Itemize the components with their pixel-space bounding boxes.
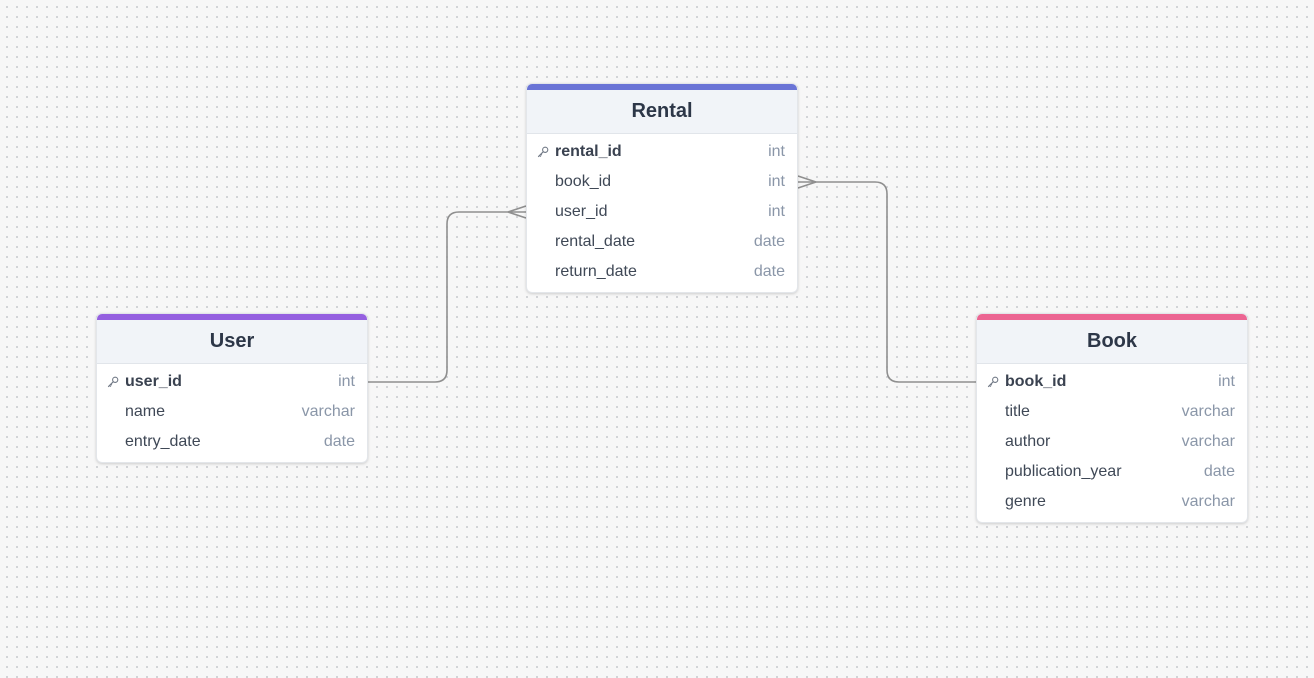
key-slot-empty	[107, 427, 125, 457]
column-type: varchar	[301, 403, 355, 420]
column-row-rental-id[interactable]: rental_id int	[527, 137, 797, 167]
column-type: int	[768, 173, 785, 190]
column-row-rental-date[interactable]: rental_date date	[527, 227, 797, 257]
column-row-title[interactable]: title varchar	[977, 397, 1247, 427]
column-name: rental_id	[555, 143, 622, 160]
edge-user-rental[interactable]	[368, 205, 527, 383]
key-slot-empty	[987, 457, 1005, 487]
column-type: varchar	[1181, 433, 1235, 450]
column-type: int	[768, 143, 785, 160]
key-icon	[537, 137, 555, 167]
column-type: date	[323, 433, 355, 450]
table-book[interactable]: Book book_id int title varchar author varchar…	[976, 313, 1248, 523]
crowfoot-many-icon	[507, 205, 527, 219]
column-row-book-id[interactable]: book_id int	[527, 167, 797, 197]
key-icon	[107, 367, 125, 397]
column-name: genre	[1005, 493, 1046, 510]
column-row-publication-year[interactable]: publication_year date	[977, 457, 1247, 487]
column-name: author	[1005, 433, 1051, 450]
key-slot-empty	[987, 427, 1005, 457]
column-row-name[interactable]: name varchar	[97, 397, 367, 427]
column-type: int	[1218, 373, 1235, 390]
column-list: user_id int name varchar entry_date date	[97, 364, 367, 462]
column-name: return_date	[555, 263, 637, 280]
column-name: book_id	[555, 173, 612, 190]
column-row-author[interactable]: author varchar	[977, 427, 1247, 457]
column-type: int	[338, 373, 355, 390]
table-accent-bar	[97, 314, 367, 320]
table-accent-bar	[977, 314, 1247, 320]
column-list: book_id int title varchar author varchar publi…	[977, 364, 1247, 522]
column-name: title	[1005, 403, 1030, 420]
column-row-book-id[interactable]: book_id int	[977, 367, 1247, 397]
table-accent-bar	[527, 84, 797, 90]
table-title: User	[97, 320, 367, 364]
column-type: int	[768, 203, 785, 220]
column-row-user-id[interactable]: user_id int	[97, 367, 367, 397]
column-type: date	[1203, 463, 1235, 480]
column-type: date	[753, 263, 785, 280]
column-name: publication_year	[1005, 463, 1122, 480]
column-type: date	[753, 233, 785, 250]
column-row-user-id[interactable]: user_id int	[527, 197, 797, 227]
edge-book-rental[interactable]	[797, 175, 976, 383]
column-type: varchar	[1181, 493, 1235, 510]
key-slot-empty	[107, 397, 125, 427]
key-slot-empty	[537, 197, 555, 227]
key-slot-empty	[537, 167, 555, 197]
column-name: user_id	[555, 203, 608, 220]
column-type: varchar	[1181, 403, 1235, 420]
table-user[interactable]: User user_id int name varchar entry_date date	[96, 313, 368, 463]
column-row-entry-date[interactable]: entry_date date	[97, 427, 367, 457]
column-name: user_id	[125, 373, 182, 390]
table-title: Rental	[527, 90, 797, 134]
table-title: Book	[977, 320, 1247, 364]
column-name: book_id	[1005, 373, 1067, 390]
key-icon	[987, 367, 1005, 397]
column-name: name	[125, 403, 166, 420]
key-slot-empty	[987, 487, 1005, 517]
key-slot-empty	[987, 397, 1005, 427]
column-name: rental_date	[555, 233, 636, 250]
key-slot-empty	[537, 227, 555, 257]
column-row-genre[interactable]: genre varchar	[977, 487, 1247, 517]
crowfoot-many-icon	[797, 175, 817, 189]
column-row-return-date[interactable]: return_date date	[527, 257, 797, 287]
column-name: entry_date	[125, 433, 201, 450]
key-slot-empty	[537, 257, 555, 287]
